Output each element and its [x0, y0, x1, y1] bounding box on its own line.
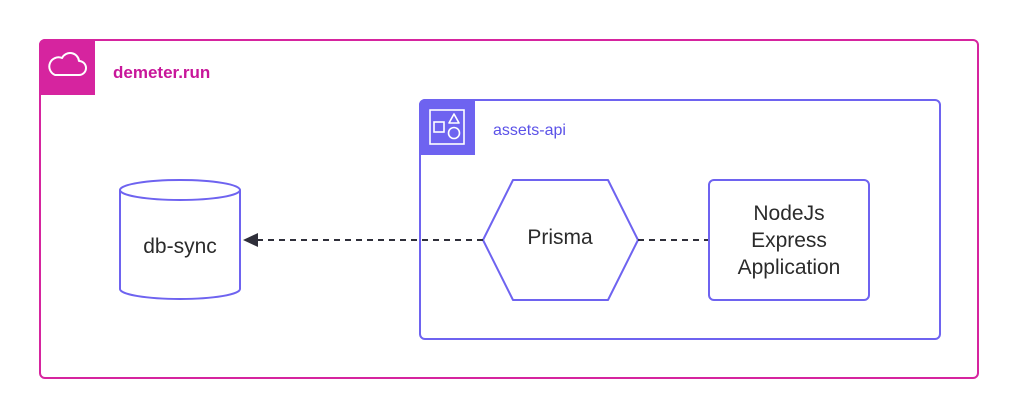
api-group-container: assets-api — [419, 99, 941, 340]
shapes-icon — [429, 109, 465, 145]
orm-to-database-arrowhead — [243, 233, 258, 247]
app-node-box: NodeJs Express Application — [708, 179, 870, 301]
cloud-group-title: demeter.run — [113, 63, 211, 82]
cloud-badge — [39, 39, 95, 95]
api-group-title: assets-api — [493, 122, 566, 139]
orm-label: Prisma — [527, 226, 593, 249]
cloud-icon — [48, 52, 87, 76]
app-label: NodeJs Express Application — [737, 201, 841, 279]
database-cylinder — [119, 179, 241, 300]
api-badge — [419, 99, 475, 155]
database-label: db-sync — [143, 235, 217, 258]
cloud-group-container: demeter.run — [39, 39, 979, 379]
